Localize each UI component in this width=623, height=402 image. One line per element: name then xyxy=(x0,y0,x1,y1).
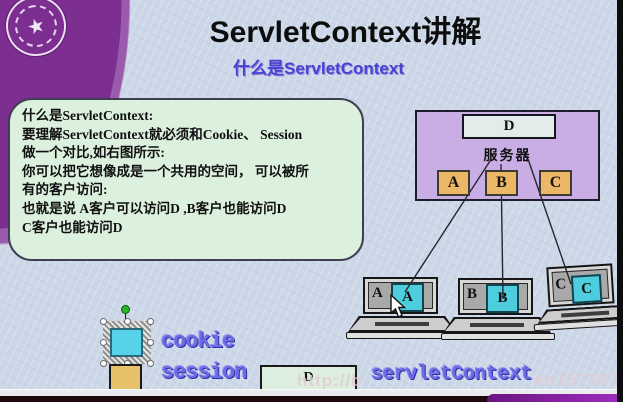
info-line: 也就是说 A客户可以访问D ,B客户也能访问D xyxy=(22,200,287,216)
cookie-legend-label: cookie xyxy=(161,329,235,354)
client-laptop-b: B B xyxy=(441,276,555,340)
resize-handle-sw[interactable] xyxy=(100,360,107,367)
resize-handle-e[interactable] xyxy=(147,339,154,346)
server-label: 服务器 xyxy=(483,147,532,163)
info-text-box: 什么是ServletContext: 要理解ServletContext就必须和… xyxy=(8,98,364,261)
bottom-purple-swoosh xyxy=(487,394,623,402)
laptop-keyboard xyxy=(348,316,456,332)
laptop-screen-label: A xyxy=(372,285,383,301)
info-line: 你可以把它想像成是一个共用的空间， 可以被所 xyxy=(22,163,309,179)
rotation-handle-stem xyxy=(125,313,126,321)
client-laptop-c: C C xyxy=(533,260,623,332)
info-line: 做一个对比,如右图所示: xyxy=(22,145,165,161)
resize-handle-nw[interactable] xyxy=(100,318,107,325)
laptop-screen-label: C xyxy=(554,276,567,293)
servletcontext-legend-box: D xyxy=(260,365,357,391)
info-line: 要理解ServletContext就必须和Cookie、 Session xyxy=(22,126,303,142)
session-box-c: C xyxy=(539,170,572,196)
slide-subtitle: 什么是ServletContext xyxy=(233,59,404,78)
laptop-keyboard xyxy=(443,317,551,333)
bottom-dark-bar xyxy=(0,396,623,402)
resize-handle-n[interactable] xyxy=(124,318,131,325)
laptop-base xyxy=(441,333,555,340)
session-box-a: A xyxy=(437,170,470,196)
session-legend-swatch xyxy=(109,364,142,391)
resize-handle-ne[interactable] xyxy=(147,318,154,325)
cookie-box-client-b: B xyxy=(486,284,519,313)
right-edge-border xyxy=(617,0,623,402)
cookie-legend-swatch[interactable] xyxy=(110,328,143,357)
rotation-handle[interactable] xyxy=(121,305,130,314)
session-legend-label: session xyxy=(161,360,247,385)
resize-handle-w[interactable] xyxy=(100,339,107,346)
watermark-text: en157387 xyxy=(534,370,619,389)
cookie-box-client-c: C xyxy=(570,274,603,304)
servletcontext-legend-label: servletContext xyxy=(371,363,533,386)
laptop-screen-label: B xyxy=(467,286,478,302)
info-line: 什么是ServletContext: xyxy=(22,108,154,123)
servletcontext-d-box: D xyxy=(462,114,556,139)
info-line: C客户也能访问D xyxy=(22,219,123,235)
info-line: 有的客户访问: xyxy=(22,182,108,198)
session-box-b: B xyxy=(485,170,518,196)
mouse-cursor-icon xyxy=(390,294,407,318)
resize-handle-se[interactable] xyxy=(147,360,154,367)
slide-title: ServletContext讲解 xyxy=(209,16,482,49)
